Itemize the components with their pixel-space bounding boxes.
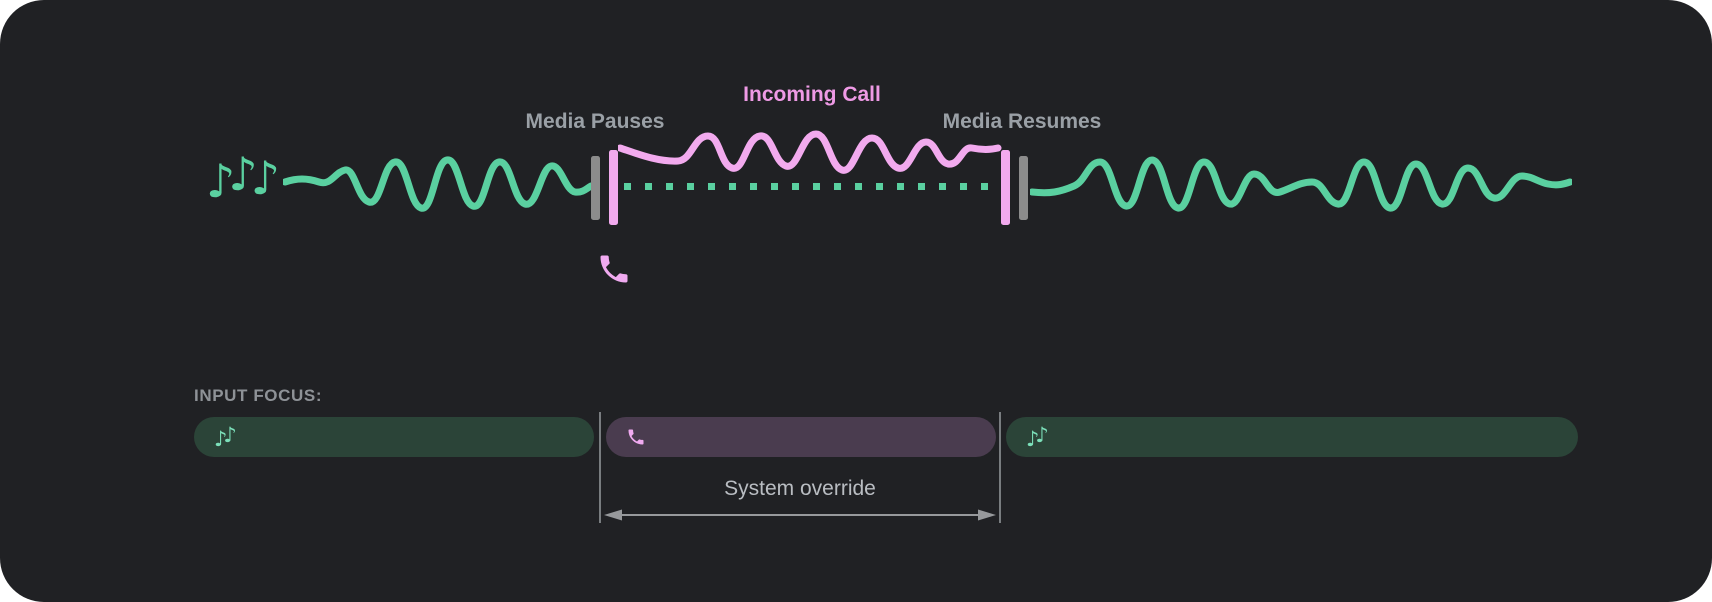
resume-marker-pink [1001,150,1010,225]
pause-marker-gray [591,156,600,220]
phone-icon [628,429,644,445]
override-boundary-line-right [999,412,1001,523]
focus-bar-media-1: ♪♪ [194,417,594,457]
phone-icon [600,255,628,283]
system-override-label: System override [724,477,876,500]
media-ducked-dotted-line [624,183,1000,190]
music-note-glyph: ♪ [1035,422,1049,447]
music-note-glyph: ♪ [214,426,228,451]
music-notes-icon: ♪♪ [1026,422,1049,451]
incoming-call-label: Incoming Call [743,83,881,106]
override-boundary-line-left [599,412,601,523]
music-notes-icon: ♪♪ [214,422,237,451]
system-override-range-arrow [604,509,996,521]
music-note-glyph: ♪ [228,147,257,201]
media-resumes-label: Media Resumes [942,110,1102,133]
media-pauses-label: Media Pauses [525,110,665,133]
resume-marker-gray [1019,156,1028,220]
input-focus-title: INPUT FOCUS: [194,386,323,405]
media-waveform-right [1030,156,1572,212]
call-waveform [618,130,1002,174]
music-note-glyph: ♪ [1026,426,1040,451]
music-notes-icon: ♪♪♪ [206,151,280,208]
media-waveform-left [283,156,593,212]
focus-bar-call [606,417,996,457]
music-note-glyph: ♪ [250,151,280,205]
pause-marker-pink [609,150,618,225]
focus-bar-media-2: ♪♪ [1006,417,1578,457]
music-note-glyph: ♪ [223,422,237,447]
music-note-glyph: ♪ [206,154,235,208]
